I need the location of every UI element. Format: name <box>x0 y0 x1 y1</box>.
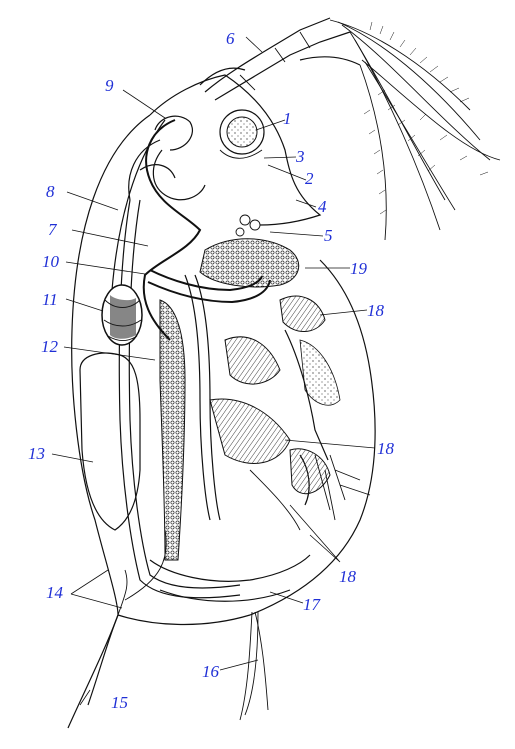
label-6: 6 <box>226 29 235 48</box>
label-7: 7 <box>48 220 58 239</box>
label-2: 2 <box>305 169 314 188</box>
label-9: 9 <box>105 76 114 95</box>
label-4: 4 <box>318 197 327 216</box>
leader-lines <box>51 36 376 706</box>
label-12: 12 <box>41 337 59 356</box>
label-18-middle: 18 <box>377 439 395 458</box>
ovary <box>159 299 186 561</box>
muscles <box>209 295 331 531</box>
label-1: 1 <box>283 109 292 128</box>
thoracic-legs <box>284 329 371 521</box>
label-8: 8 <box>46 182 55 201</box>
label-13: 13 <box>28 444 45 463</box>
head <box>149 67 322 226</box>
label-15: 15 <box>111 693 128 712</box>
label-19: 19 <box>350 259 368 278</box>
label-18-lower: 18 <box>339 567 357 586</box>
label-5: 5 <box>324 226 333 245</box>
heart <box>101 284 143 346</box>
label-3: 3 <box>295 147 305 166</box>
label-18-upper: 18 <box>367 301 385 320</box>
digestive-gland <box>199 214 300 288</box>
label-16: 16 <box>202 662 220 681</box>
label-11: 11 <box>42 290 58 309</box>
label-10: 10 <box>42 252 60 271</box>
label-14: 14 <box>46 583 64 602</box>
maxillary-gland <box>139 115 206 201</box>
label-17: 17 <box>303 595 322 614</box>
number-labels: 1 2 3 4 5 6 7 8 9 10 11 12 13 14 15 16 1… <box>28 29 395 712</box>
second-antenna <box>204 17 501 241</box>
